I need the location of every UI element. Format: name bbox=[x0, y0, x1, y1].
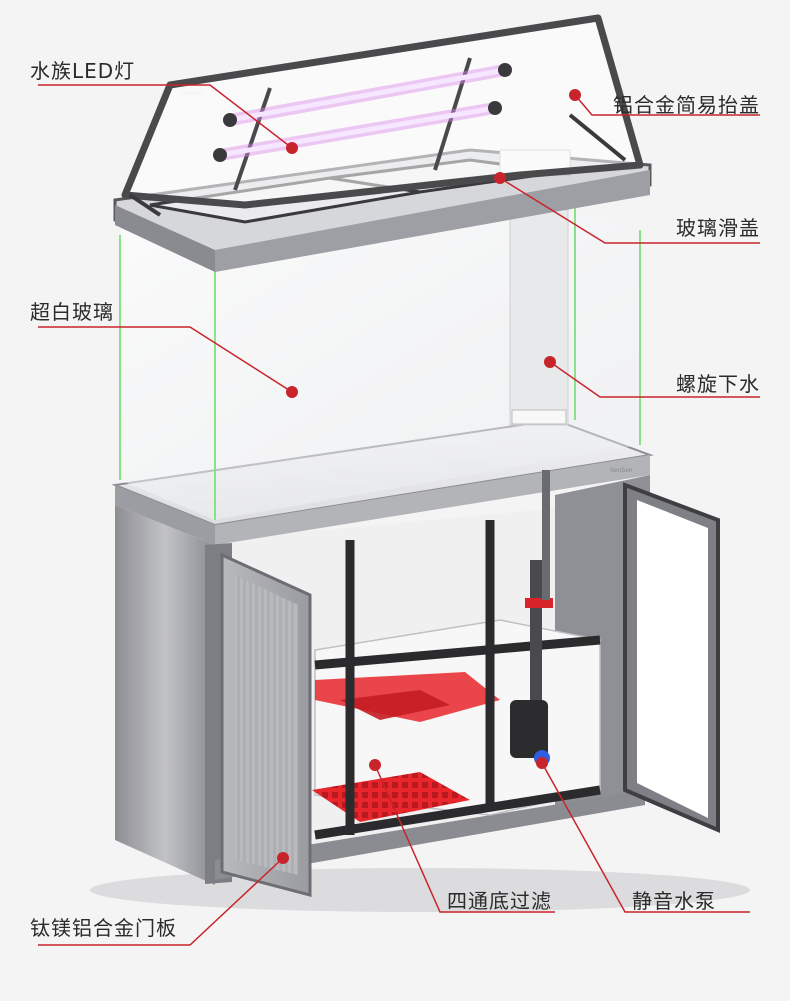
dot-spiral bbox=[544, 356, 556, 368]
door-left bbox=[220, 552, 312, 897]
leader-pump bbox=[541, 762, 750, 913]
leader-spiral bbox=[549, 361, 760, 398]
label-door-panel: 钛镁铝合金门板 bbox=[30, 916, 177, 940]
leader-door bbox=[38, 857, 284, 946]
brand-mark: SenSen bbox=[610, 467, 633, 474]
label-silent-pump: 静音水泵 bbox=[632, 889, 716, 913]
led-lights bbox=[213, 63, 512, 162]
leader-glass-cover bbox=[499, 177, 760, 244]
cabinet-left-side bbox=[115, 505, 215, 885]
label-led-light: 水族LED灯 bbox=[30, 59, 136, 83]
label-spiral-drain: 螺旋下水 bbox=[676, 372, 760, 396]
door-right bbox=[623, 482, 720, 834]
pump bbox=[510, 470, 553, 766]
dot-glass bbox=[286, 386, 298, 398]
dot-glass-cover bbox=[494, 172, 506, 184]
dot-filter bbox=[369, 759, 381, 771]
label-glass-cover: 玻璃滑盖 bbox=[676, 216, 760, 240]
dot-led bbox=[286, 142, 298, 154]
dot-door bbox=[277, 852, 289, 864]
dot-pump bbox=[536, 757, 548, 769]
label-lift-lid: 铝合金简易抬盖 bbox=[613, 93, 760, 117]
lid-brand-mark: SenSen bbox=[180, 90, 203, 97]
callout-leaders bbox=[38, 84, 760, 946]
sump-filter bbox=[312, 520, 601, 840]
glass-tank bbox=[119, 200, 641, 520]
leader-lid bbox=[574, 94, 760, 116]
leader-led bbox=[38, 84, 293, 149]
leader-glass bbox=[38, 326, 293, 393]
dot-lid bbox=[569, 89, 581, 101]
leader-filter bbox=[374, 764, 555, 913]
label-sump-filter: 四通底过滤 bbox=[447, 889, 552, 913]
spiral-drain-column bbox=[509, 209, 569, 426]
label-ultra-clear-glass: 超白玻璃 bbox=[30, 300, 114, 324]
